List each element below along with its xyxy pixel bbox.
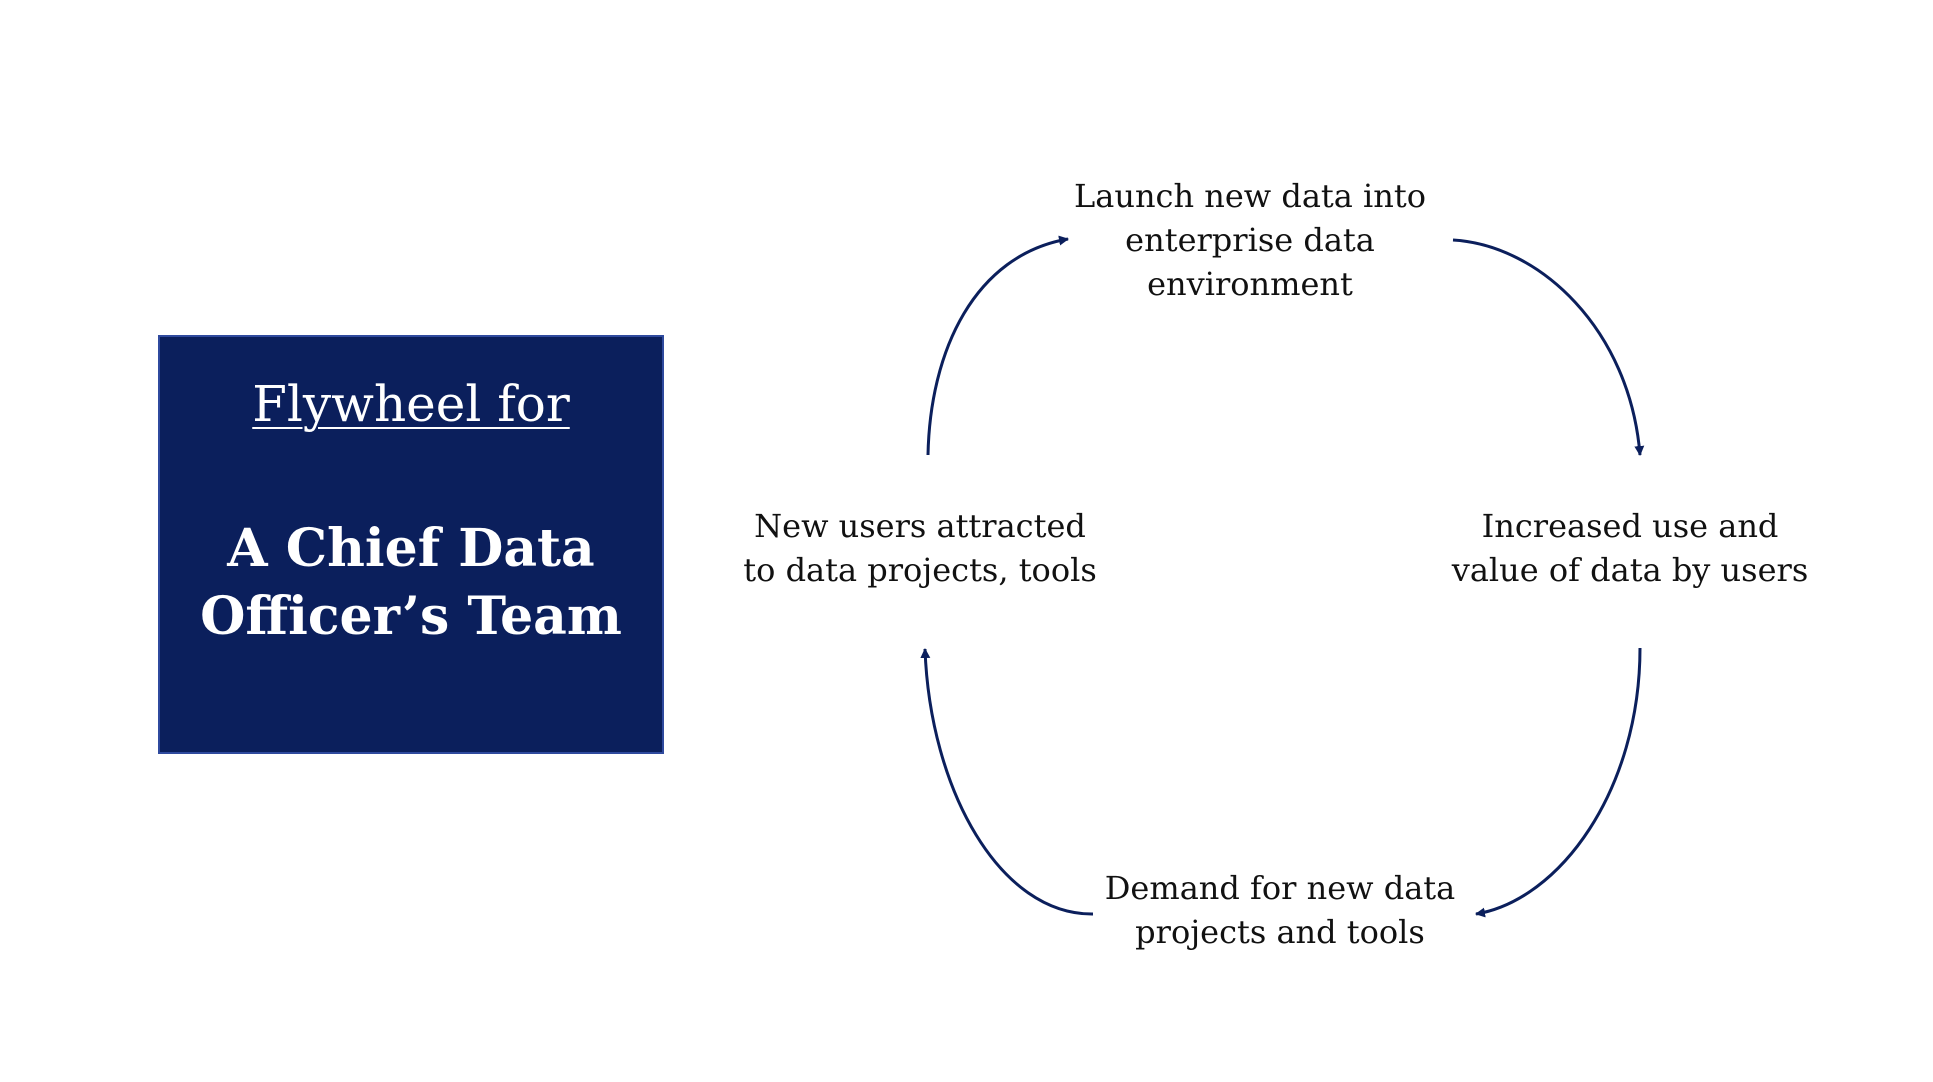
arrow-right-to-bottom <box>1475 647 1642 918</box>
node-text-line: to data projects, tools <box>743 551 1097 589</box>
title-box: Flywheel for A Chief Data Officer’s Team <box>158 335 664 754</box>
cycle-node-launch-data: Launch new data into enterprise data env… <box>1030 174 1470 306</box>
arrow-bottom-to-left <box>920 648 1094 916</box>
arrow-left-to-top <box>926 235 1069 456</box>
node-text-line: Increased use and <box>1481 507 1779 545</box>
node-text-line: Launch new data into <box>1074 177 1426 215</box>
node-text-line: New users attracted <box>754 507 1086 545</box>
node-text-line: Demand for new data <box>1104 869 1456 907</box>
cycle-node-increased-use: Increased use and value of data by users <box>1430 504 1830 592</box>
node-text-line: enterprise data <box>1125 221 1375 259</box>
node-text-line: environment <box>1147 265 1353 303</box>
arrow-top-to-right <box>1452 238 1645 456</box>
node-text-line: value of data by users <box>1451 551 1809 589</box>
cycle-node-new-users: New users attracted to data projects, to… <box>720 504 1120 592</box>
title-line-flywheel: Flywheel for <box>252 375 570 433</box>
cycle-node-demand: Demand for new data projects and tools <box>1070 866 1490 954</box>
node-text-line: projects and tools <box>1135 913 1425 951</box>
title-line-team: A Chief Data Officer’s Team <box>200 518 622 647</box>
